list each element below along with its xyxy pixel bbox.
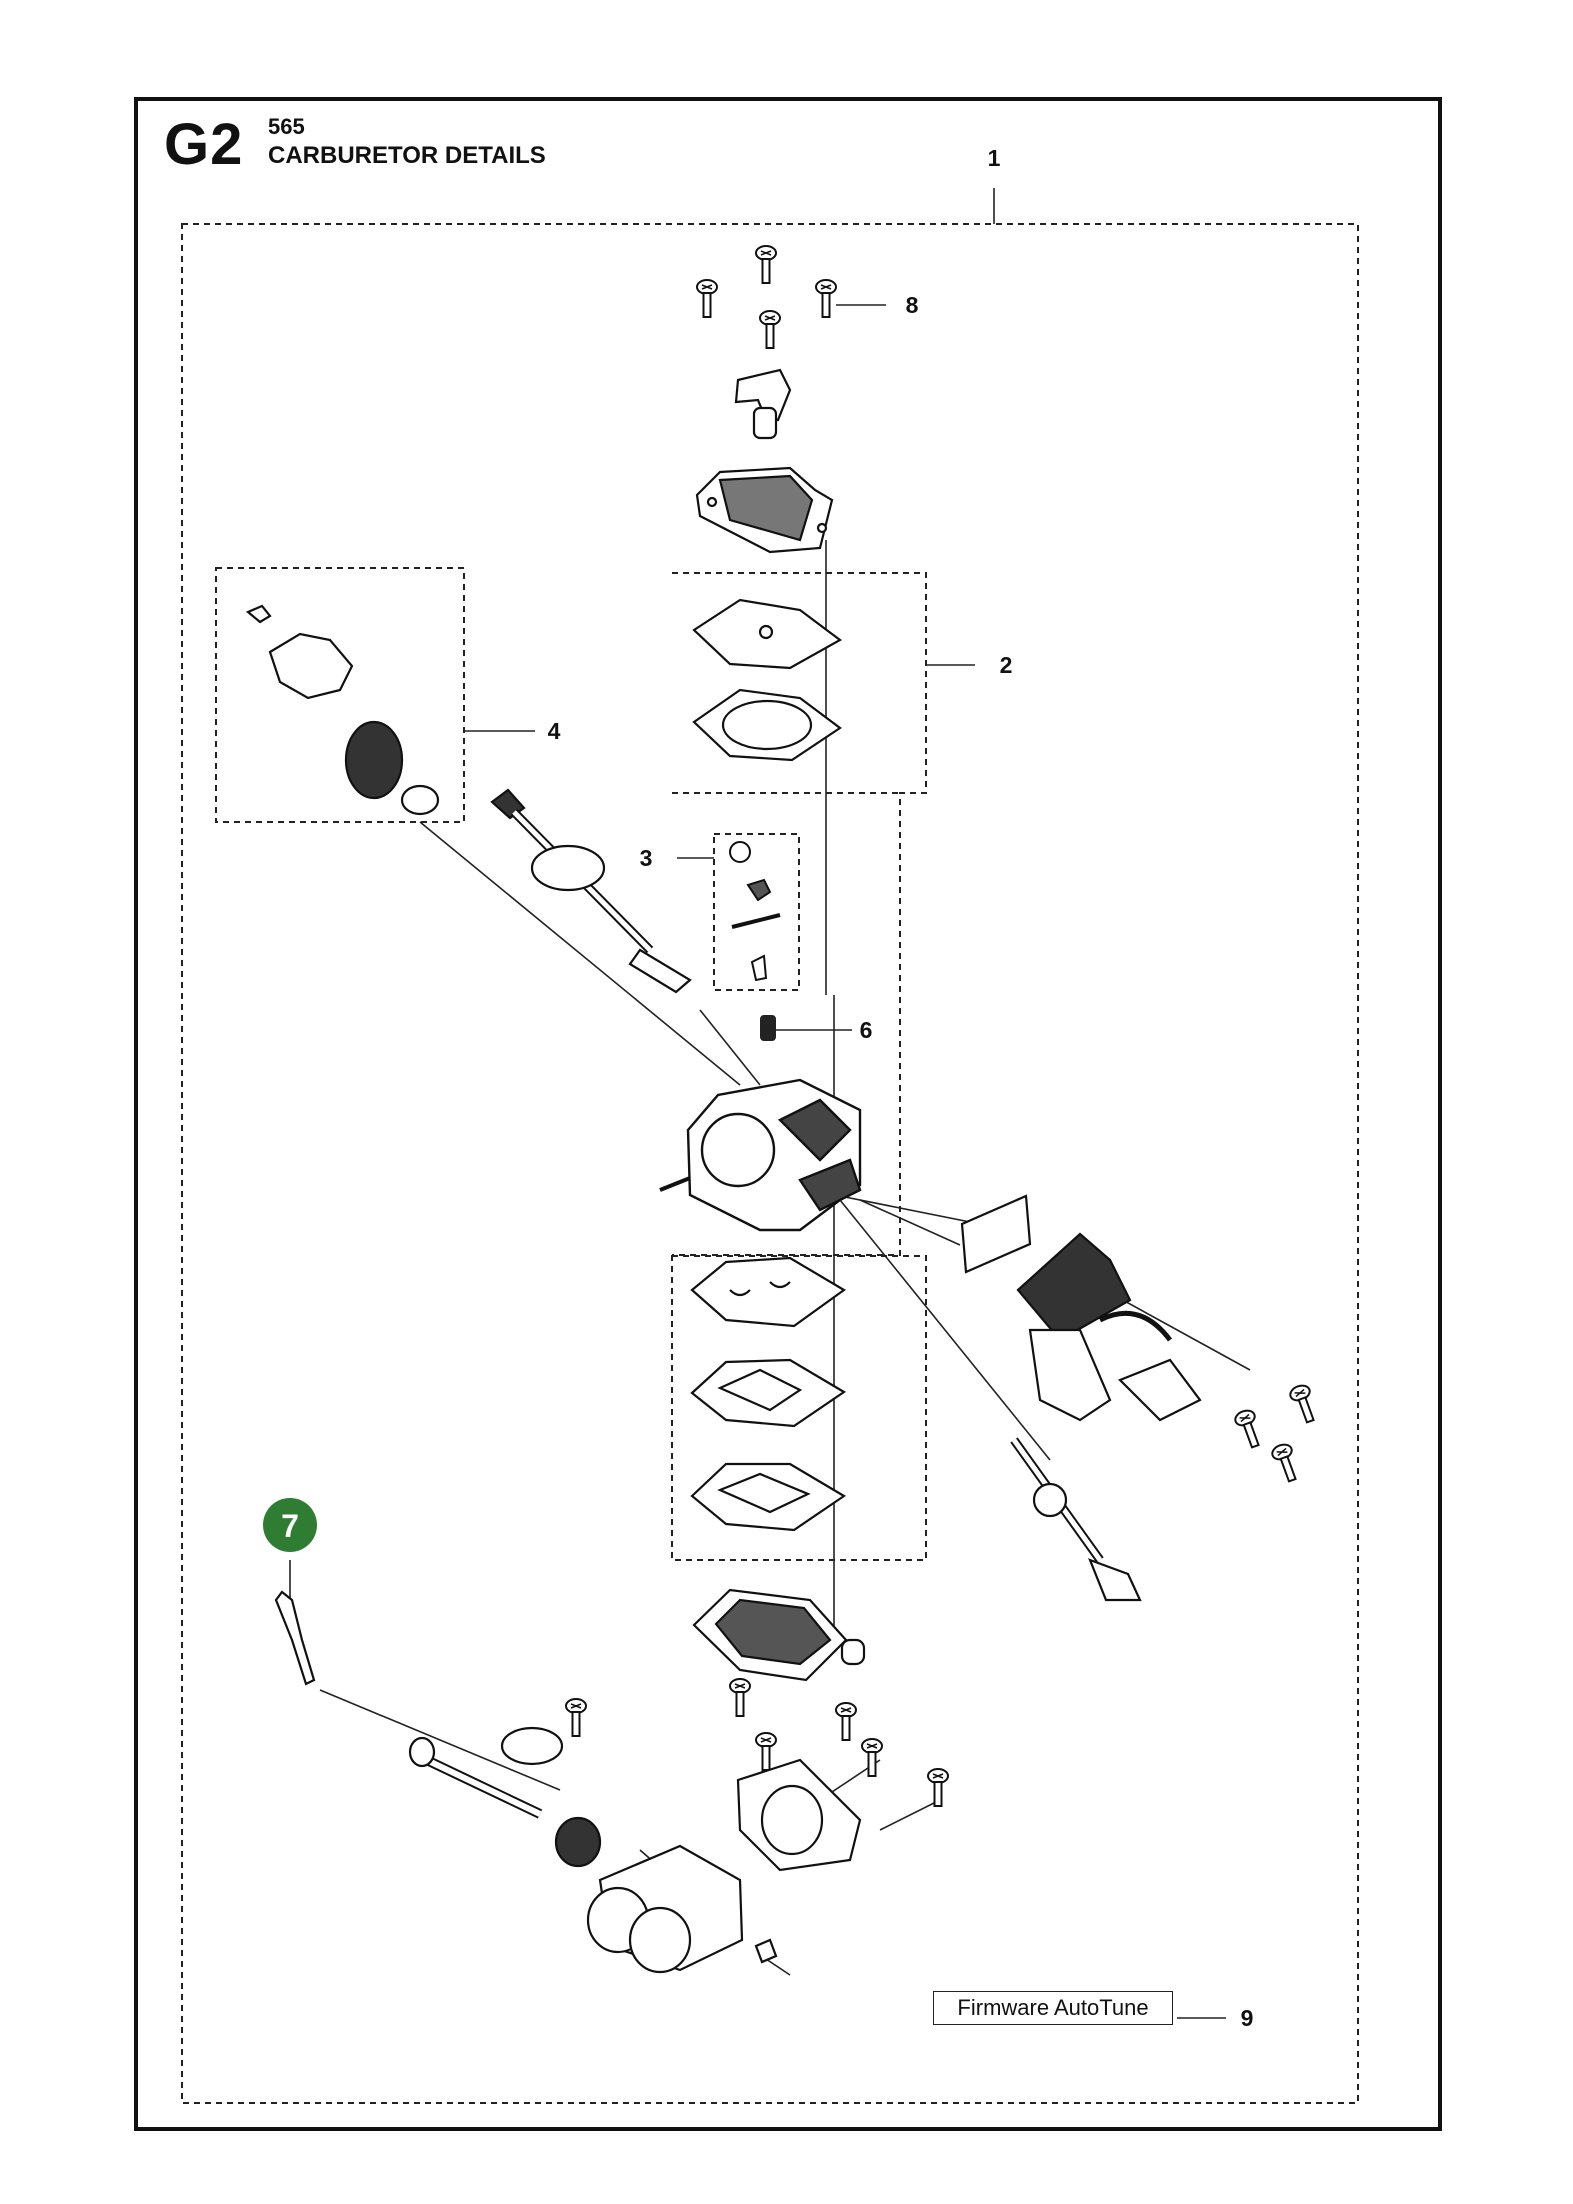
callout-2: 2 (1000, 652, 1013, 678)
highlight-badge-7 (263, 1498, 317, 1552)
firmware-label-box: Firmware AutoTune (933, 1991, 1173, 2025)
solenoid-screws (1232, 1382, 1321, 1485)
lower-screws (729, 1678, 857, 1771)
needle-valve-parts (729, 841, 781, 982)
screws-group (696, 245, 837, 349)
diaphragm-gaskets (692, 598, 843, 762)
throttle-shaft-upper (490, 788, 692, 994)
metering-cover (692, 1588, 866, 1682)
page-code: G2 (164, 112, 244, 177)
solenoid-assembly (960, 1194, 1202, 1422)
callout-8: 8 (906, 292, 919, 318)
kit-4-outline (215, 567, 465, 823)
kit-2-outline-top (672, 572, 927, 1256)
callout-4: 4 (548, 718, 561, 744)
kit-1-outline (181, 223, 1359, 2104)
model-number: 565 (268, 114, 305, 139)
pump-cover-assembly (695, 368, 834, 554)
page-title: CARBURETOR DETAILS (268, 142, 546, 169)
callout-1: 1 (988, 145, 1001, 171)
lower-gaskets (690, 1256, 847, 1532)
gasket-kit-outline (671, 1255, 927, 1561)
callout-3: 3 (640, 845, 653, 871)
callout-6: 6 (860, 1017, 873, 1043)
spring-6 (760, 1015, 776, 1041)
callout-7: 7 (281, 1508, 299, 1544)
assembly-group-outlines (181, 223, 1359, 2104)
choke-assembly (245, 604, 440, 816)
callout-9: 9 (1241, 2005, 1254, 2031)
intake-assembly (274, 1590, 950, 1974)
throttle-shaft-lower (1010, 1437, 1142, 1602)
page-frame (134, 97, 1442, 2131)
carburetor-body (659, 1078, 862, 1232)
